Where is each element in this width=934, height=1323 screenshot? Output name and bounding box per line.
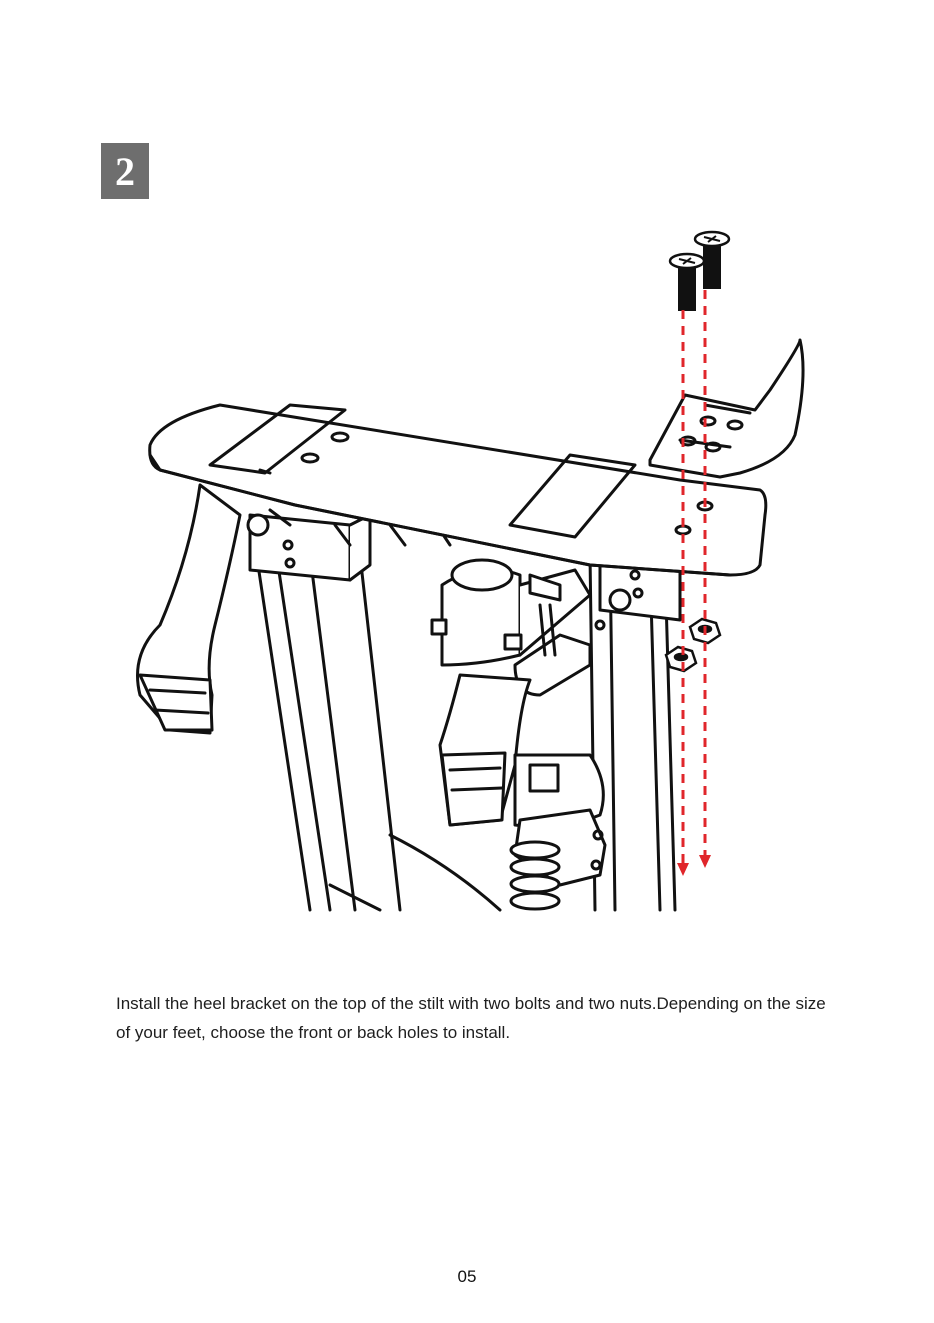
- step-number: 2: [115, 148, 135, 195]
- instruction-text: Install the heel bracket on the top of t…: [116, 989, 826, 1047]
- heel-bracket: [650, 340, 803, 477]
- assembly-illustration: [120, 225, 820, 915]
- bolt-icon: [670, 254, 704, 311]
- step-number-badge: 2: [101, 143, 149, 199]
- page-number: 05: [0, 1267, 934, 1287]
- installation-guide-arrows: [677, 290, 711, 876]
- strap-left: [138, 485, 269, 733]
- nut-icon: [666, 647, 696, 671]
- spring: [511, 755, 605, 909]
